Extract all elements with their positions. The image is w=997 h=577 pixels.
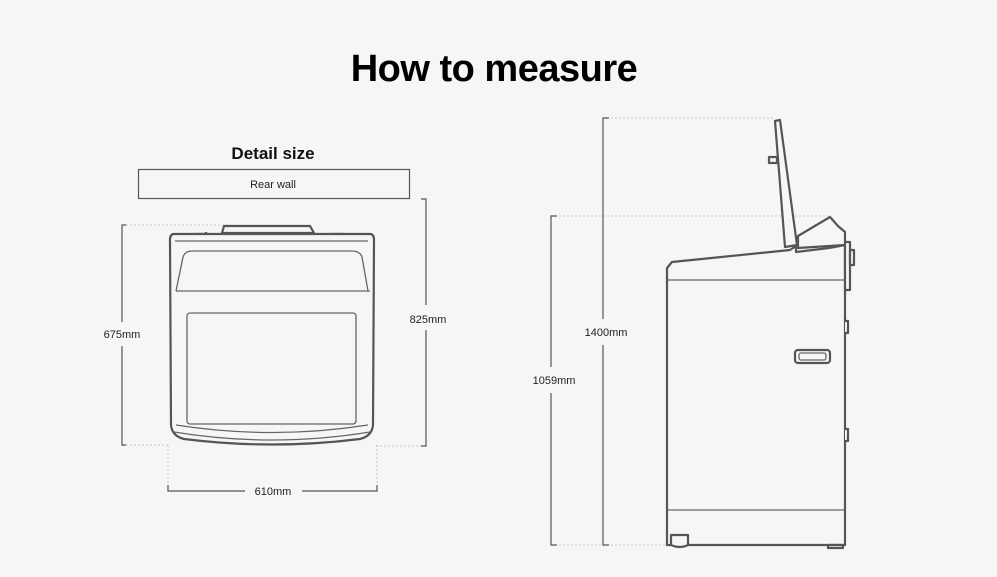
top-view-diagram: Detail size Rear wall 675mm 825mm 610mm	[104, 144, 447, 498]
rear-wall-label: Rear wall	[250, 179, 296, 191]
width-dimension-line	[167, 485, 378, 492]
height-label: 1059mm	[533, 375, 576, 387]
washer-top-view	[168, 224, 376, 446]
washer-side-view	[665, 118, 856, 550]
depth-with-clearance-dimension-line	[421, 198, 427, 447]
height-lid-open-label: 1400mm	[585, 327, 628, 339]
height-dimension-line	[550, 215, 557, 546]
side-view-diagram: 1400mm 1059mm	[533, 117, 856, 550]
depth-dimension-line	[121, 224, 126, 446]
width-label: 610mm	[255, 486, 292, 498]
rear-wall-box	[137, 168, 411, 200]
page-title: How to measure	[351, 48, 638, 90]
detail-size-heading: Detail size	[231, 144, 314, 163]
depth-label: 675mm	[104, 329, 141, 341]
depth-with-clearance-label: 825mm	[410, 314, 447, 326]
height-lid-open-dimension-line	[602, 117, 609, 546]
